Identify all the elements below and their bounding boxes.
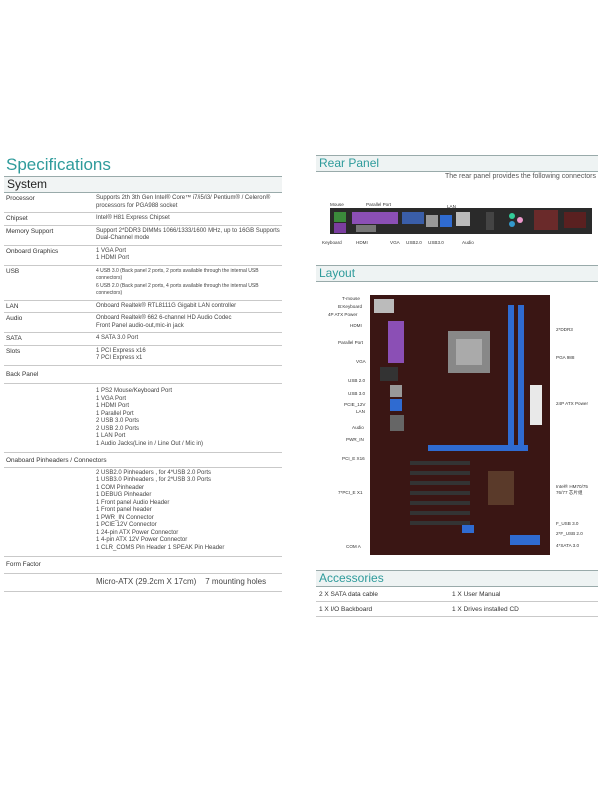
layout-label: 4*SATA 3.0 [556, 543, 580, 548]
motherboard-image [370, 295, 550, 555]
label-mouse: Mouse [330, 202, 344, 207]
spec-value: 4 USB 3.0 (Back panel 2 ports, 2 ports a… [94, 265, 282, 301]
spec-value: Intel® H81 Express Chipset [94, 212, 282, 226]
layout-label: USB 3.0 [348, 391, 366, 396]
specifications-title: Specifications [6, 155, 111, 174]
layout-label: Intel® HM70/75 76/77 芯片组 [556, 484, 588, 495]
rear-panel-illustration [330, 208, 592, 234]
form-factor-value: Micro-ATX (29.2cm X 17cm) 7 mounting hol… [94, 573, 282, 592]
layout-label: USB 2.0 [348, 378, 366, 383]
spec-value: 1 VGA Port 1 HDMI Port [94, 245, 282, 266]
layout-label: VGA [356, 359, 366, 364]
spec-value: Onboard Realtek® 662 6-channel HD Audio … [94, 312, 282, 333]
table-row: 1 PS2 Mouse/Keyboard Port 1 VGA Port 1 H… [4, 383, 282, 453]
rear-panel-title: Rear Panel [316, 155, 598, 172]
layout-label: COM A [346, 544, 361, 549]
layout-label: 24P ATX Power [556, 401, 589, 406]
layout-label: 2*F_USB 2.0 [556, 531, 583, 536]
table-row: 1 X I/O Backboard 1 X Drives installed C… [316, 601, 598, 617]
layout-label: B:Keyboard [338, 304, 363, 309]
table-row: 2 X SATA data cable 1 X User Manual [316, 587, 598, 602]
rear-panel-section: Rear Panel The rear panel provides the f… [316, 155, 598, 252]
label-usb30: USB3.0 [428, 240, 444, 245]
motherboard-illustration [370, 295, 550, 555]
label-vga: VGA [390, 240, 400, 245]
label-hdmi: HDMI [356, 240, 368, 245]
spec-key: Onboard Graphics [4, 245, 94, 266]
layout-label: PCI_E X16 [342, 456, 365, 461]
back-panel-label: Back Panel [4, 365, 282, 384]
table-row: Form Factor [4, 556, 282, 574]
layout-label: F_USB 3.0 [556, 521, 579, 526]
layout-label: Audio [352, 425, 364, 430]
layout-label: 4P ATX Power [328, 312, 358, 317]
spec-key: USB [4, 265, 94, 301]
label-usb20: USB2.0 [406, 240, 422, 245]
form-factor-label: Form Factor [4, 556, 282, 574]
spec-value: 4 SATA 3.0 Port [94, 332, 282, 346]
label-lan: LAN [447, 204, 456, 209]
layout-title: Layout [316, 265, 598, 282]
spec-value: Support 2*DDR3 DIMMs 1066/1333/1600 MHz,… [94, 225, 282, 246]
layout-label: 7*PCI_E X1 [338, 490, 363, 495]
spec-key: Memory Support [4, 225, 94, 246]
rear-panel-subtitle: The rear panel provides the following co… [445, 173, 596, 180]
rear-panel-image: Mouse Parallel Port LAN Keyboard HDMI VG… [316, 182, 598, 252]
layout-label: HDMI [350, 323, 362, 328]
table-row: 2 USB2.0 Pinheaders , for 4*USB 2.0 Port… [4, 467, 282, 557]
accessories-title: Accessories [316, 570, 598, 587]
system-label: System [4, 176, 282, 193]
layout-label: PGA 988 [556, 355, 575, 360]
layout-label: 2*DDR3 [556, 327, 573, 332]
layout-label: Parallel Port [338, 340, 364, 345]
accessories-section: Accessories 2 X SATA data cable 1 X User… [316, 570, 598, 617]
layout-label: PCIE_12V [344, 402, 366, 407]
layout-header: Layout [316, 265, 598, 282]
accessories-table: 2 X SATA data cable 1 X User Manual 1 X … [316, 587, 598, 617]
layout-label: PWR_IN [346, 437, 364, 442]
spec-key: LAN [4, 300, 94, 313]
layout-label: LAN [356, 409, 365, 414]
spec-key: Slots [4, 345, 94, 366]
accessory-item: 1 X Drives installed CD [449, 601, 598, 617]
table-row: Micro-ATX (29.2cm X 17cm) 7 mounting hol… [4, 573, 282, 592]
pinheaders-items: 2 USB2.0 Pinheaders , for 4*USB 2.0 Port… [94, 467, 282, 557]
back-panel-items: 1 PS2 Mouse/Keyboard Port 1 VGA Port 1 H… [94, 383, 282, 453]
label-parallel-port: Parallel Port [366, 202, 392, 207]
spec-value: Onboard Realtek® RTL8111G Gigabit LAN co… [94, 300, 282, 313]
accessory-item: 2 X SATA data cable [316, 587, 450, 602]
spec-key: SATA [4, 332, 94, 346]
spec-key: Processor [4, 193, 94, 213]
table-row: Onaboard Pinheaders / Connectors [4, 452, 282, 468]
pinheaders-label: Onaboard Pinheaders / Connectors [4, 452, 282, 468]
layout-label: T-mouse [342, 296, 360, 301]
table-row: Back Panel [4, 365, 282, 384]
label-keyboard: Keyboard [322, 240, 342, 245]
spec-value: Supports 2th 3th Gen Intel® Core™ i7/i5/… [94, 193, 282, 213]
label-audio: Audio [462, 240, 474, 245]
spec-value: 1 PCI Express x16 7 PCI Express x1 [94, 345, 282, 366]
spec-key: Audio [4, 312, 94, 333]
accessory-item: 1 X User Manual [449, 587, 598, 602]
spec-key: Chipset [4, 212, 94, 226]
accessory-item: 1 X I/O Backboard [316, 601, 450, 617]
